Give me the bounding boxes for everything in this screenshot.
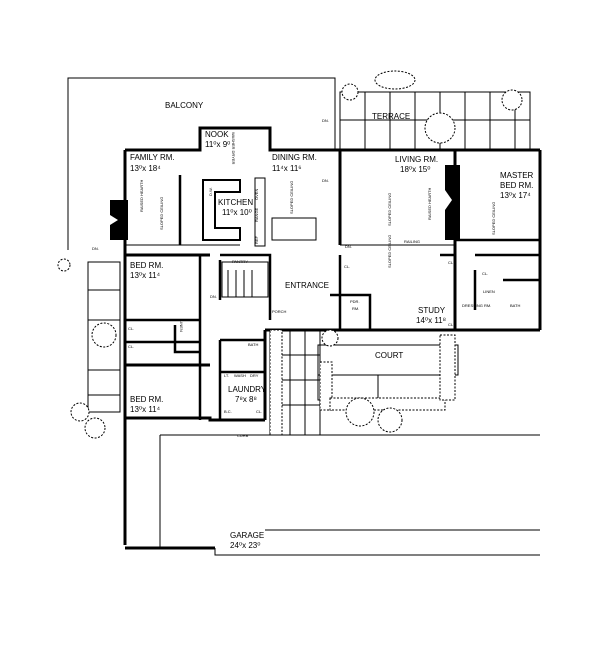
entrance-closet-label: CL. xyxy=(344,264,350,269)
nook-label: NOOK xyxy=(205,130,229,139)
curb-label: CURB xyxy=(237,433,249,438)
railing-label: RAILING xyxy=(404,239,420,244)
master-label-2: BED RM. xyxy=(500,181,533,190)
dressing-room-label: DRESSING RM. xyxy=(462,303,491,308)
master-label: MASTER xyxy=(500,171,534,180)
entrance-label: ENTRANCE xyxy=(285,281,329,290)
bath-label: BATH xyxy=(248,342,258,347)
balcony-label: BALCONY xyxy=(165,101,204,110)
family-fireplace xyxy=(110,200,128,240)
master-size: 13⁰x 17⁴ xyxy=(500,191,531,200)
dining-planter xyxy=(271,217,317,241)
laundry-lt-label: LT. xyxy=(224,373,229,378)
hall-sloped-ceiling-label: SLOPED CEILING xyxy=(387,235,392,268)
family-room-size: 13⁰x 18⁴ xyxy=(130,164,161,173)
master-sloped-ceiling-label: SLOPED CEILING xyxy=(491,202,496,235)
nook-size: 11⁰x 9⁰ xyxy=(205,140,230,149)
bc-label: B.C. xyxy=(224,409,232,414)
pdr-label-2: RM. xyxy=(352,306,359,311)
study-closet-2-label: CL. xyxy=(448,322,454,327)
range-label: RANGE xyxy=(254,207,259,222)
laundry-dry-label: DRY xyxy=(250,373,259,378)
terrace-plants xyxy=(341,70,523,144)
stairs xyxy=(221,261,269,298)
ref-label: REF xyxy=(254,235,259,244)
laundry-label: LAUNDRY xyxy=(228,385,267,394)
bed-room-2-size: 13⁰x 11⁴ xyxy=(130,405,161,414)
dn-label-terrace: DN. xyxy=(322,118,329,123)
dining-sloped-ceiling-label: SLOPED CEILING xyxy=(289,181,294,214)
living-raised-hearth-label: RAISED HEARTH xyxy=(427,188,432,220)
bed-room-1-label: BED RM. xyxy=(130,261,163,270)
kitchen-appliances xyxy=(254,177,266,247)
court-label: COURT xyxy=(375,351,403,360)
master-bath-label: BATH xyxy=(510,303,520,308)
family-sloped-ceiling-label: SLOPED CEILING xyxy=(159,197,164,230)
study-label: STUDY xyxy=(418,306,446,315)
study-closet-label: CL. xyxy=(448,260,454,265)
dn-label-bedroom: DN. xyxy=(92,246,99,251)
porch-label: PORCH xyxy=(272,309,287,314)
terrace-label: TERRACE xyxy=(372,112,410,121)
living-sloped-ceiling-label: SLOPED CEILING xyxy=(387,193,392,226)
dressing-closet-label: CL. xyxy=(482,271,488,276)
living-room-label: LIVING RM. xyxy=(395,155,438,164)
study-size: 14⁰x 11⁸ xyxy=(416,316,446,325)
laundry-wash-label: WASH xyxy=(234,373,246,378)
living-closet-label: CL. xyxy=(449,218,455,223)
court-planters xyxy=(269,329,456,436)
bed-room-2-label: BED RM. xyxy=(130,395,163,404)
balcony-outline xyxy=(67,77,336,250)
family-room-label: FAMILY RM. xyxy=(130,153,175,162)
laundry-closet-label: CL. xyxy=(256,409,262,414)
garage-label: GARAGE xyxy=(230,531,264,540)
dn-label-stairs: DN. xyxy=(210,294,217,299)
living-room-size: 18⁰x 15⁰ xyxy=(400,165,430,174)
dn-label-living: DN. xyxy=(345,244,352,249)
dn-label-dining: DN. xyxy=(322,178,329,183)
washer-dryer-label: WASHER DRYER xyxy=(231,132,236,165)
interior-walls xyxy=(125,175,540,420)
laundry-size: 7⁸x 8⁸ xyxy=(235,395,257,404)
dining-room-label: DINING RM. xyxy=(272,153,317,162)
linen-label: LINEN xyxy=(483,289,495,294)
kitchen-counter xyxy=(202,179,241,241)
bedroom-closet-2-label: CL. xyxy=(128,344,134,349)
living-fireplace xyxy=(445,165,460,240)
dw-label: D.W. xyxy=(208,187,213,196)
kitchen-size: 11⁰x 10⁰ xyxy=(222,208,252,217)
garage-outline xyxy=(159,434,540,556)
pantry-label: PANTRY xyxy=(232,259,248,264)
pdr-label: PDR. xyxy=(350,299,360,304)
garage-size: 24⁰x 23⁰ xyxy=(230,541,260,550)
linen-closet-label: LINEN xyxy=(179,320,184,332)
bed-room-1-size: 13⁰x 11⁴ xyxy=(130,271,161,280)
oven-label: OVEN xyxy=(254,189,259,200)
room-labels: BALCONY TERRACE NOOK 11⁰x 9⁰ FAMILY RM. … xyxy=(92,101,534,550)
dining-room-size: 11⁴x 11⁶ xyxy=(272,164,302,173)
bedroom-closet-1-label: CL. xyxy=(128,326,134,331)
left-planter xyxy=(57,258,121,439)
family-raised-hearth-label: RAISED HEARTH xyxy=(139,180,144,212)
kitchen-label: KITCHEN xyxy=(218,198,253,207)
